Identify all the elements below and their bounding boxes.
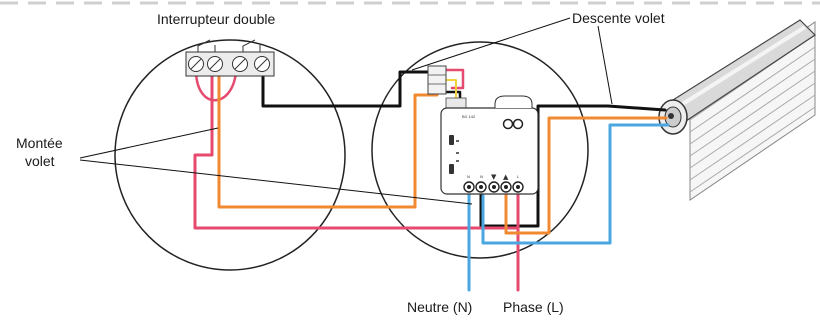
terminal-mark-n1: N [467,174,470,179]
shutter-module: BX 142 N N ▼ ▲ L [440,95,539,195]
phase-label: Phase (L) [503,299,564,315]
shutter-up-label-line1: Montée [16,135,63,151]
leader-shutter-down-to-connector [411,17,571,71]
leader-shutter-up-to-switch [79,127,219,159]
orange-wire-to-motor [504,116,668,235]
leader-shutter-up-to-module [79,159,473,205]
module-button-bottom[interactable] [449,164,454,174]
terminal-mark-l: L [517,174,520,179]
yellow-wire-connector [444,79,457,105]
red-wire-connector [443,68,465,90]
module-reference: BX 142 [462,114,476,119]
double-switch [185,39,275,77]
wire-connector-block [427,65,467,109]
module-logo-icon [502,118,524,130]
blue-wire-to-motor [481,123,670,245]
switch-wall-box [114,39,346,271]
module-wall-box [371,41,589,259]
black-wire-switch-to-connector [261,70,432,108]
shutter-down-label: Descente volet [572,10,665,26]
roller-shutter [658,19,816,201]
terminal-mark-n2: N [480,174,483,179]
red-jumper [194,68,238,102]
switch-title-label: Interrupteur double [157,11,276,27]
orange-wire-montee [217,70,439,209]
shutter-up-label-line2: volet [25,153,55,169]
leader-shutter-down-to-wire [597,25,613,105]
neutral-label: Neutre (N) [407,299,472,315]
terminal-mark-up: ▲ [503,173,509,181]
terminal-mark-down: ▼ [491,173,497,181]
module-button-top[interactable] [449,135,454,145]
